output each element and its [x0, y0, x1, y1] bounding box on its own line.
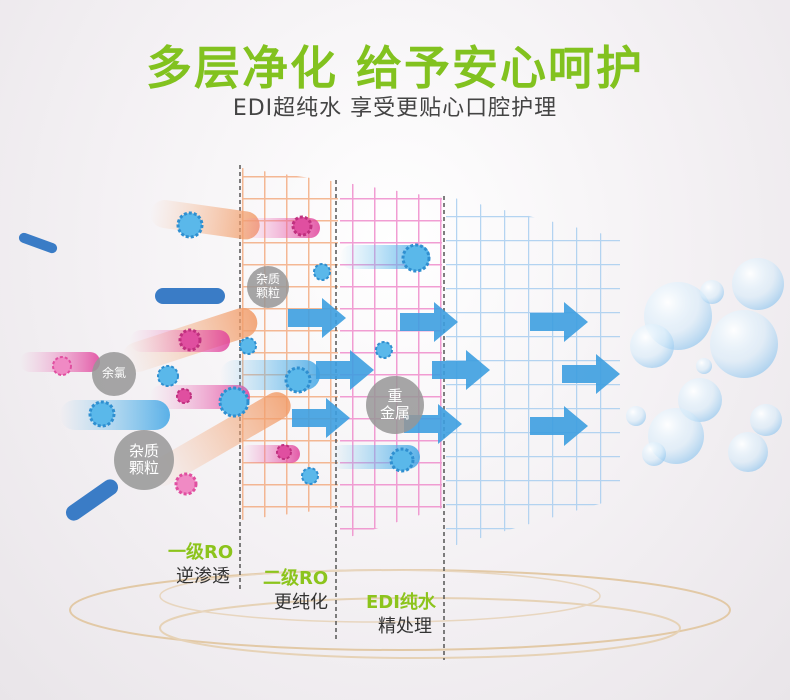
page-subtitle: EDI超纯水 享受更贴心口腔护理 — [232, 96, 558, 121]
stage-ro2-name: 二级RO — [263, 568, 329, 589]
stage-ro1-name: 一级RO — [168, 542, 234, 563]
floor-rings — [69, 569, 731, 659]
particle-chip-impurity: 杂质 颗粒 — [114, 430, 174, 490]
particle-chip-impurity: 杂质 颗粒 — [247, 266, 289, 308]
flow-arrows — [288, 298, 620, 446]
particle-chip-chlorine: 余氯 — [92, 352, 136, 396]
particle-chip-heavy-metal: 重 金属 — [366, 376, 424, 434]
filter-panel-edi — [446, 196, 620, 548]
microbe-icons — [52, 211, 431, 496]
page-title: 多层净化 给予安心呵护 — [145, 41, 644, 95]
stage-ro1-desc: 逆渗透 — [176, 566, 230, 587]
stage-ro2-desc: 更纯化 — [274, 592, 328, 613]
stage-edi-desc: 精处理 — [378, 616, 432, 637]
stage-edi-name: EDI纯水 — [366, 592, 436, 613]
clean-water-bubbles — [626, 258, 784, 472]
